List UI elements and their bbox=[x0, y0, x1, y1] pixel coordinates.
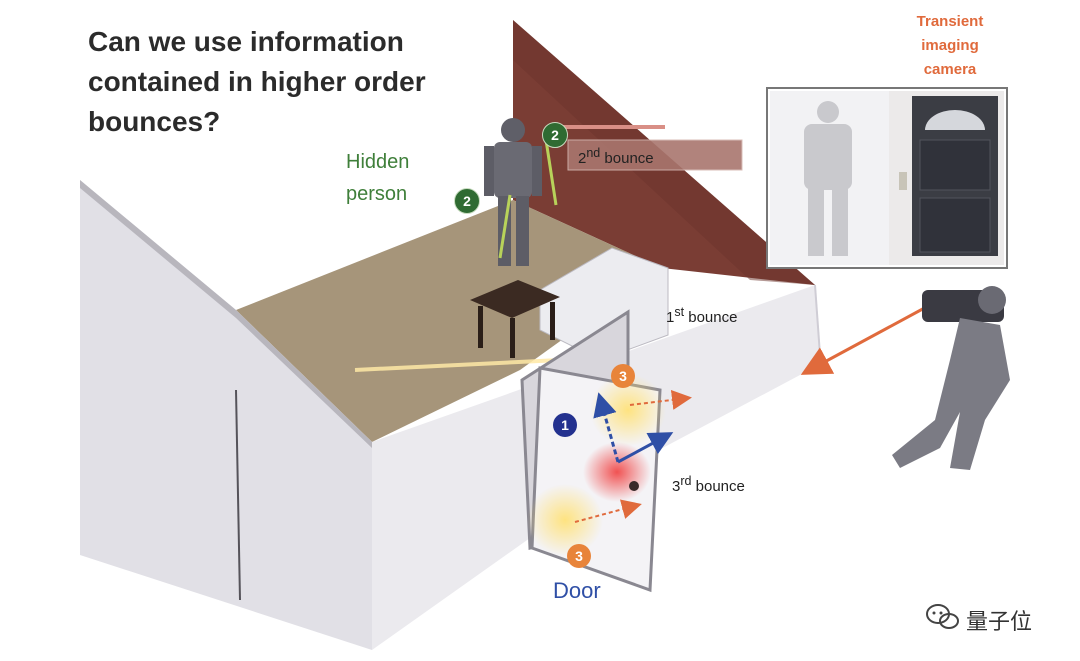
camera-label-line-3: camera bbox=[923, 61, 977, 78]
third-bounce-suffix: rd bbox=[680, 474, 692, 488]
cabinet bbox=[539, 247, 669, 361]
person-icon bbox=[484, 118, 558, 266]
second-bounce-suffix: nd bbox=[586, 146, 601, 160]
table-icon bbox=[470, 280, 560, 358]
door-label: Door bbox=[553, 578, 601, 603]
badge-third-bottom: 3 bbox=[567, 544, 591, 568]
badge-third-top: 3 bbox=[611, 364, 635, 388]
badge-second-bottom: 2 bbox=[454, 188, 480, 214]
badge-first: 1 bbox=[553, 413, 577, 437]
camera-operator-icon bbox=[892, 286, 1010, 470]
wechat-icon bbox=[926, 604, 959, 629]
third-bounce-ordinal: 3 bbox=[672, 478, 681, 495]
first-bounce-ordinal: 1 bbox=[666, 309, 675, 326]
camera-label: Transient imaging camera bbox=[900, 10, 1000, 82]
floor bbox=[236, 200, 662, 442]
inset-panel bbox=[766, 87, 1008, 269]
second-bounce-text: bounce bbox=[604, 150, 654, 167]
hidden-person-line-1: Hidden bbox=[346, 151, 410, 173]
third-bounce-text: bounce bbox=[695, 478, 745, 495]
hidden-person-line-2: person bbox=[346, 183, 408, 205]
title: Can we use information contained in high… bbox=[88, 26, 426, 137]
first-bounce-suffix: st bbox=[674, 305, 685, 319]
second-bounce-ordinal: 2 bbox=[578, 150, 587, 167]
left-wall bbox=[80, 180, 372, 650]
third-bounce-label: 3rd bounce bbox=[672, 474, 745, 495]
badge-second-top: 2 bbox=[542, 122, 568, 148]
second-bounce-label: 2nd bounce bbox=[578, 146, 654, 167]
camera-label-line-1: Transient bbox=[916, 13, 984, 30]
watermark-text: 量子位 bbox=[966, 609, 1033, 634]
camera-label-line-2: imaging bbox=[921, 37, 979, 54]
first-bounce-text: bounce bbox=[688, 309, 738, 326]
first-bounce-label: 1st bounce bbox=[666, 305, 737, 326]
hidden-person-label: Hidden person bbox=[346, 146, 409, 210]
